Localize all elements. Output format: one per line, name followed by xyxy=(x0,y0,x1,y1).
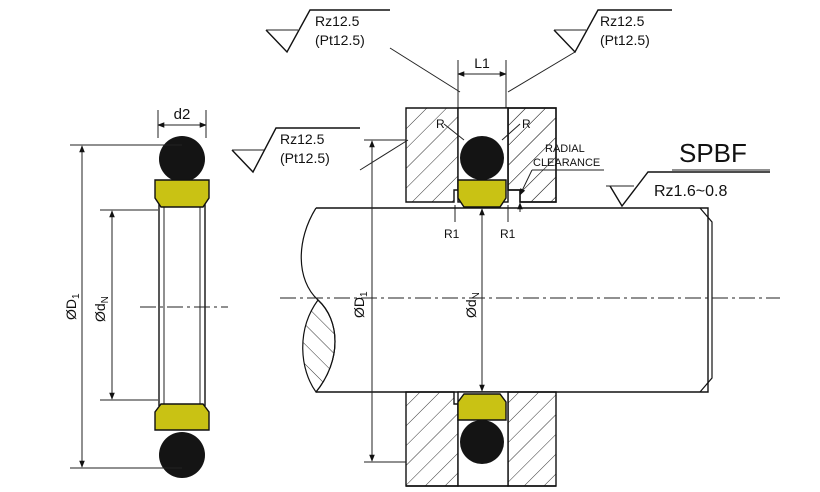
outer-diameter-label: ØD1 xyxy=(63,293,82,320)
roughness-groove-line2: (Pt12.5) xyxy=(280,150,330,166)
roughness-top-right: Rz12.5 (Pt12.5) xyxy=(507,9,672,93)
leader-groove xyxy=(359,139,409,171)
roughness-top-right-line2: (Pt12.5) xyxy=(600,32,650,48)
clearance-label: CLEARANCE xyxy=(533,157,600,169)
section-top-seal-ring xyxy=(457,179,507,208)
bottom-housing-right xyxy=(507,391,557,487)
bottom-housing-left xyxy=(405,391,459,487)
roughness-top-left: Rz12.5 (Pt12.5) xyxy=(265,9,461,93)
roughness-top-left-line1: Rz12.5 xyxy=(315,13,360,29)
roughness-shaft-label: Rz1.6~0.8 xyxy=(654,183,727,200)
radial-label: RADIAL xyxy=(545,143,585,155)
shaft-break-section xyxy=(302,299,336,393)
spbf-title-block: SPBF xyxy=(672,138,770,171)
top-oring xyxy=(159,136,205,182)
section-inner-diameter-label: ØdN xyxy=(463,292,482,318)
leader-top-left xyxy=(389,47,461,93)
bottom-seal-ring xyxy=(154,403,210,431)
section-outer-diameter-label: ØD1 xyxy=(351,291,370,318)
seal-name-label: SPBF xyxy=(679,138,747,168)
section-view: L1 R R R1 R1 RADIAL CLEARANCE xyxy=(280,55,780,487)
bottom-oring xyxy=(159,432,205,478)
l1-label: L1 xyxy=(474,55,490,71)
roughness-shaft: Rz1.6~0.8 xyxy=(606,171,770,208)
section-bottom-seal-ring xyxy=(457,393,507,421)
section-top-oring xyxy=(460,136,504,180)
r1-right-label: R1 xyxy=(500,227,516,241)
inner-diameter-label: ØdN xyxy=(92,296,111,322)
roughness-top-left-line2: (Pt12.5) xyxy=(315,32,365,48)
roughness-top-right-line1: Rz12.5 xyxy=(600,13,645,29)
roughness-groove: Rz12.5 (Pt12.5) xyxy=(231,127,409,174)
r1-left-label: R1 xyxy=(444,227,460,241)
r-left-label: R xyxy=(436,117,445,131)
r-right-label: R xyxy=(522,117,531,131)
left-seal-view: d2 ØD1 ØdN xyxy=(63,106,228,478)
leader-top-right xyxy=(507,51,576,93)
section-bottom-oring xyxy=(460,420,504,464)
roughness-groove-line1: Rz12.5 xyxy=(280,131,325,147)
d2-label: d2 xyxy=(174,106,191,123)
top-seal-ring xyxy=(154,179,210,208)
